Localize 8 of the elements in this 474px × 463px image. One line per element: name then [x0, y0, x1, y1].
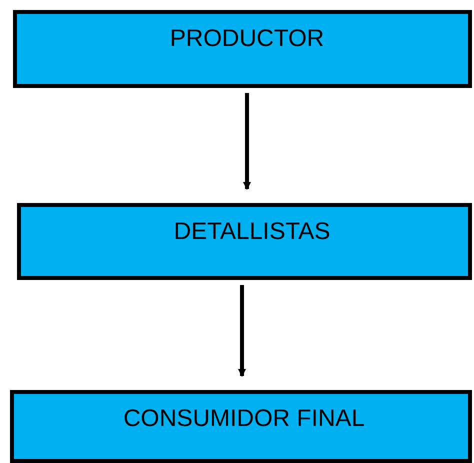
arrow	[238, 285, 246, 377]
box-label: DETALLISTAS	[174, 217, 330, 247]
process-box	[13, 10, 472, 88]
box-label: PRODUCTOR	[170, 24, 324, 54]
box-label: CONSUMIDOR FINAL	[123, 404, 365, 434]
process-box	[10, 390, 472, 463]
process-box	[17, 203, 472, 280]
arrow	[243, 93, 251, 190]
